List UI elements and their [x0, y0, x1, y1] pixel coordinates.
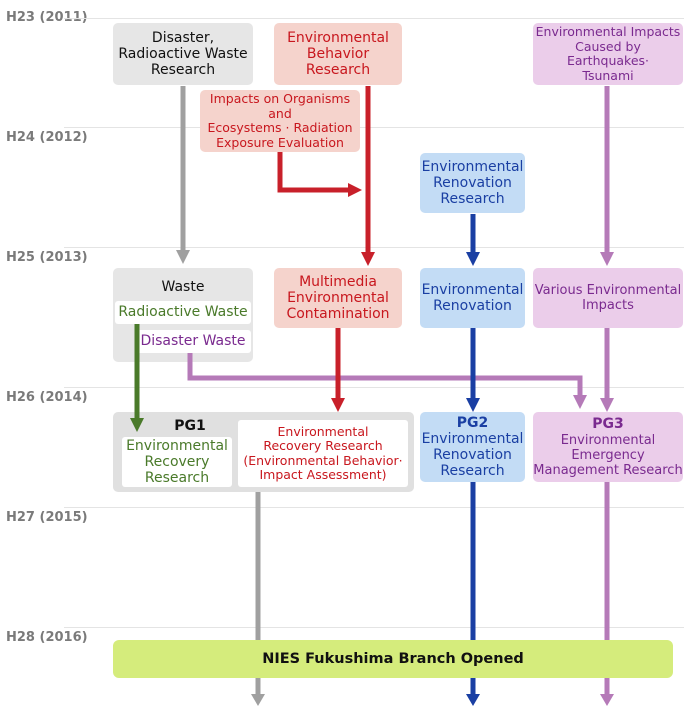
impacts-organisms-ecosystems-box: Impacts on Organisms and Ecosystems · Ra…	[200, 90, 360, 152]
pg2-body: Environmental Renovation Research	[421, 430, 524, 480]
red-arrow-2	[331, 328, 345, 412]
blue-arrow-2	[466, 328, 480, 412]
various-environmental-impacts-box: Various Environmental Impacts	[533, 268, 683, 328]
waste-title: Waste	[161, 279, 205, 295]
purple-arrow-1	[600, 86, 614, 266]
year-divider	[64, 247, 684, 248]
year-divider	[64, 627, 684, 628]
pg1-title: PG1	[174, 418, 206, 434]
green-arrow	[130, 324, 144, 432]
purple-arrow-2	[600, 328, 614, 412]
environmental-impacts-earthquakes-box: Environmental Impacts Caused by Earthqua…	[533, 23, 683, 85]
pg3-title: PG3	[592, 416, 624, 433]
pg1-environmental-recovery-research: Environmental Recovery Research	[122, 437, 232, 487]
environmental-renovation-box: Environmental Renovation	[420, 268, 525, 328]
radioactive-waste-label: Radioactive Waste	[115, 301, 251, 324]
gray-arrow-1	[176, 86, 190, 264]
year-divider	[64, 18, 684, 19]
pg1-environmental-recovery-research-behavior: Environmental Recovery Research (Environ…	[238, 420, 408, 487]
pg3-body: Environmental Emergency Management Resea…	[533, 432, 683, 478]
year-label-2015: H27 (2015)	[6, 510, 88, 525]
disaster-radioactive-waste-research-box: Disaster, Radioactive Waste Research	[113, 23, 253, 85]
pg2-title: PG2	[456, 414, 489, 431]
year-divider	[64, 127, 684, 128]
red-arrow-1	[361, 86, 375, 266]
purple-arrow-disaster-waste	[187, 353, 587, 409]
year-label-2011: H23 (2011)	[6, 10, 88, 25]
year-divider	[64, 387, 684, 388]
pg2-box: PG2 Environmental Renovation Research	[420, 412, 525, 482]
year-label-2013: H25 (2013)	[6, 250, 88, 265]
red-arrow-impacts	[277, 152, 362, 197]
nies-fukushima-branch-banner: NIES Fukushima Branch Opened	[113, 640, 673, 678]
environmental-behavior-research-box: Environmental Behavior Research	[274, 23, 402, 85]
pg3-box: PG3 Environmental Emergency Management R…	[533, 412, 683, 482]
year-label-2016: H28 (2016)	[6, 630, 88, 645]
year-divider	[64, 507, 684, 508]
year-label-2014: H26 (2014)	[6, 390, 88, 405]
disaster-waste-label: Disaster Waste	[135, 330, 251, 353]
blue-arrow-1	[466, 214, 480, 266]
year-label-2012: H24 (2012)	[6, 130, 88, 145]
multimedia-environmental-contamination-box: Multimedia Environmental Contamination	[274, 268, 402, 328]
environmental-renovation-research-box: Environmental Renovation Research	[420, 153, 525, 213]
